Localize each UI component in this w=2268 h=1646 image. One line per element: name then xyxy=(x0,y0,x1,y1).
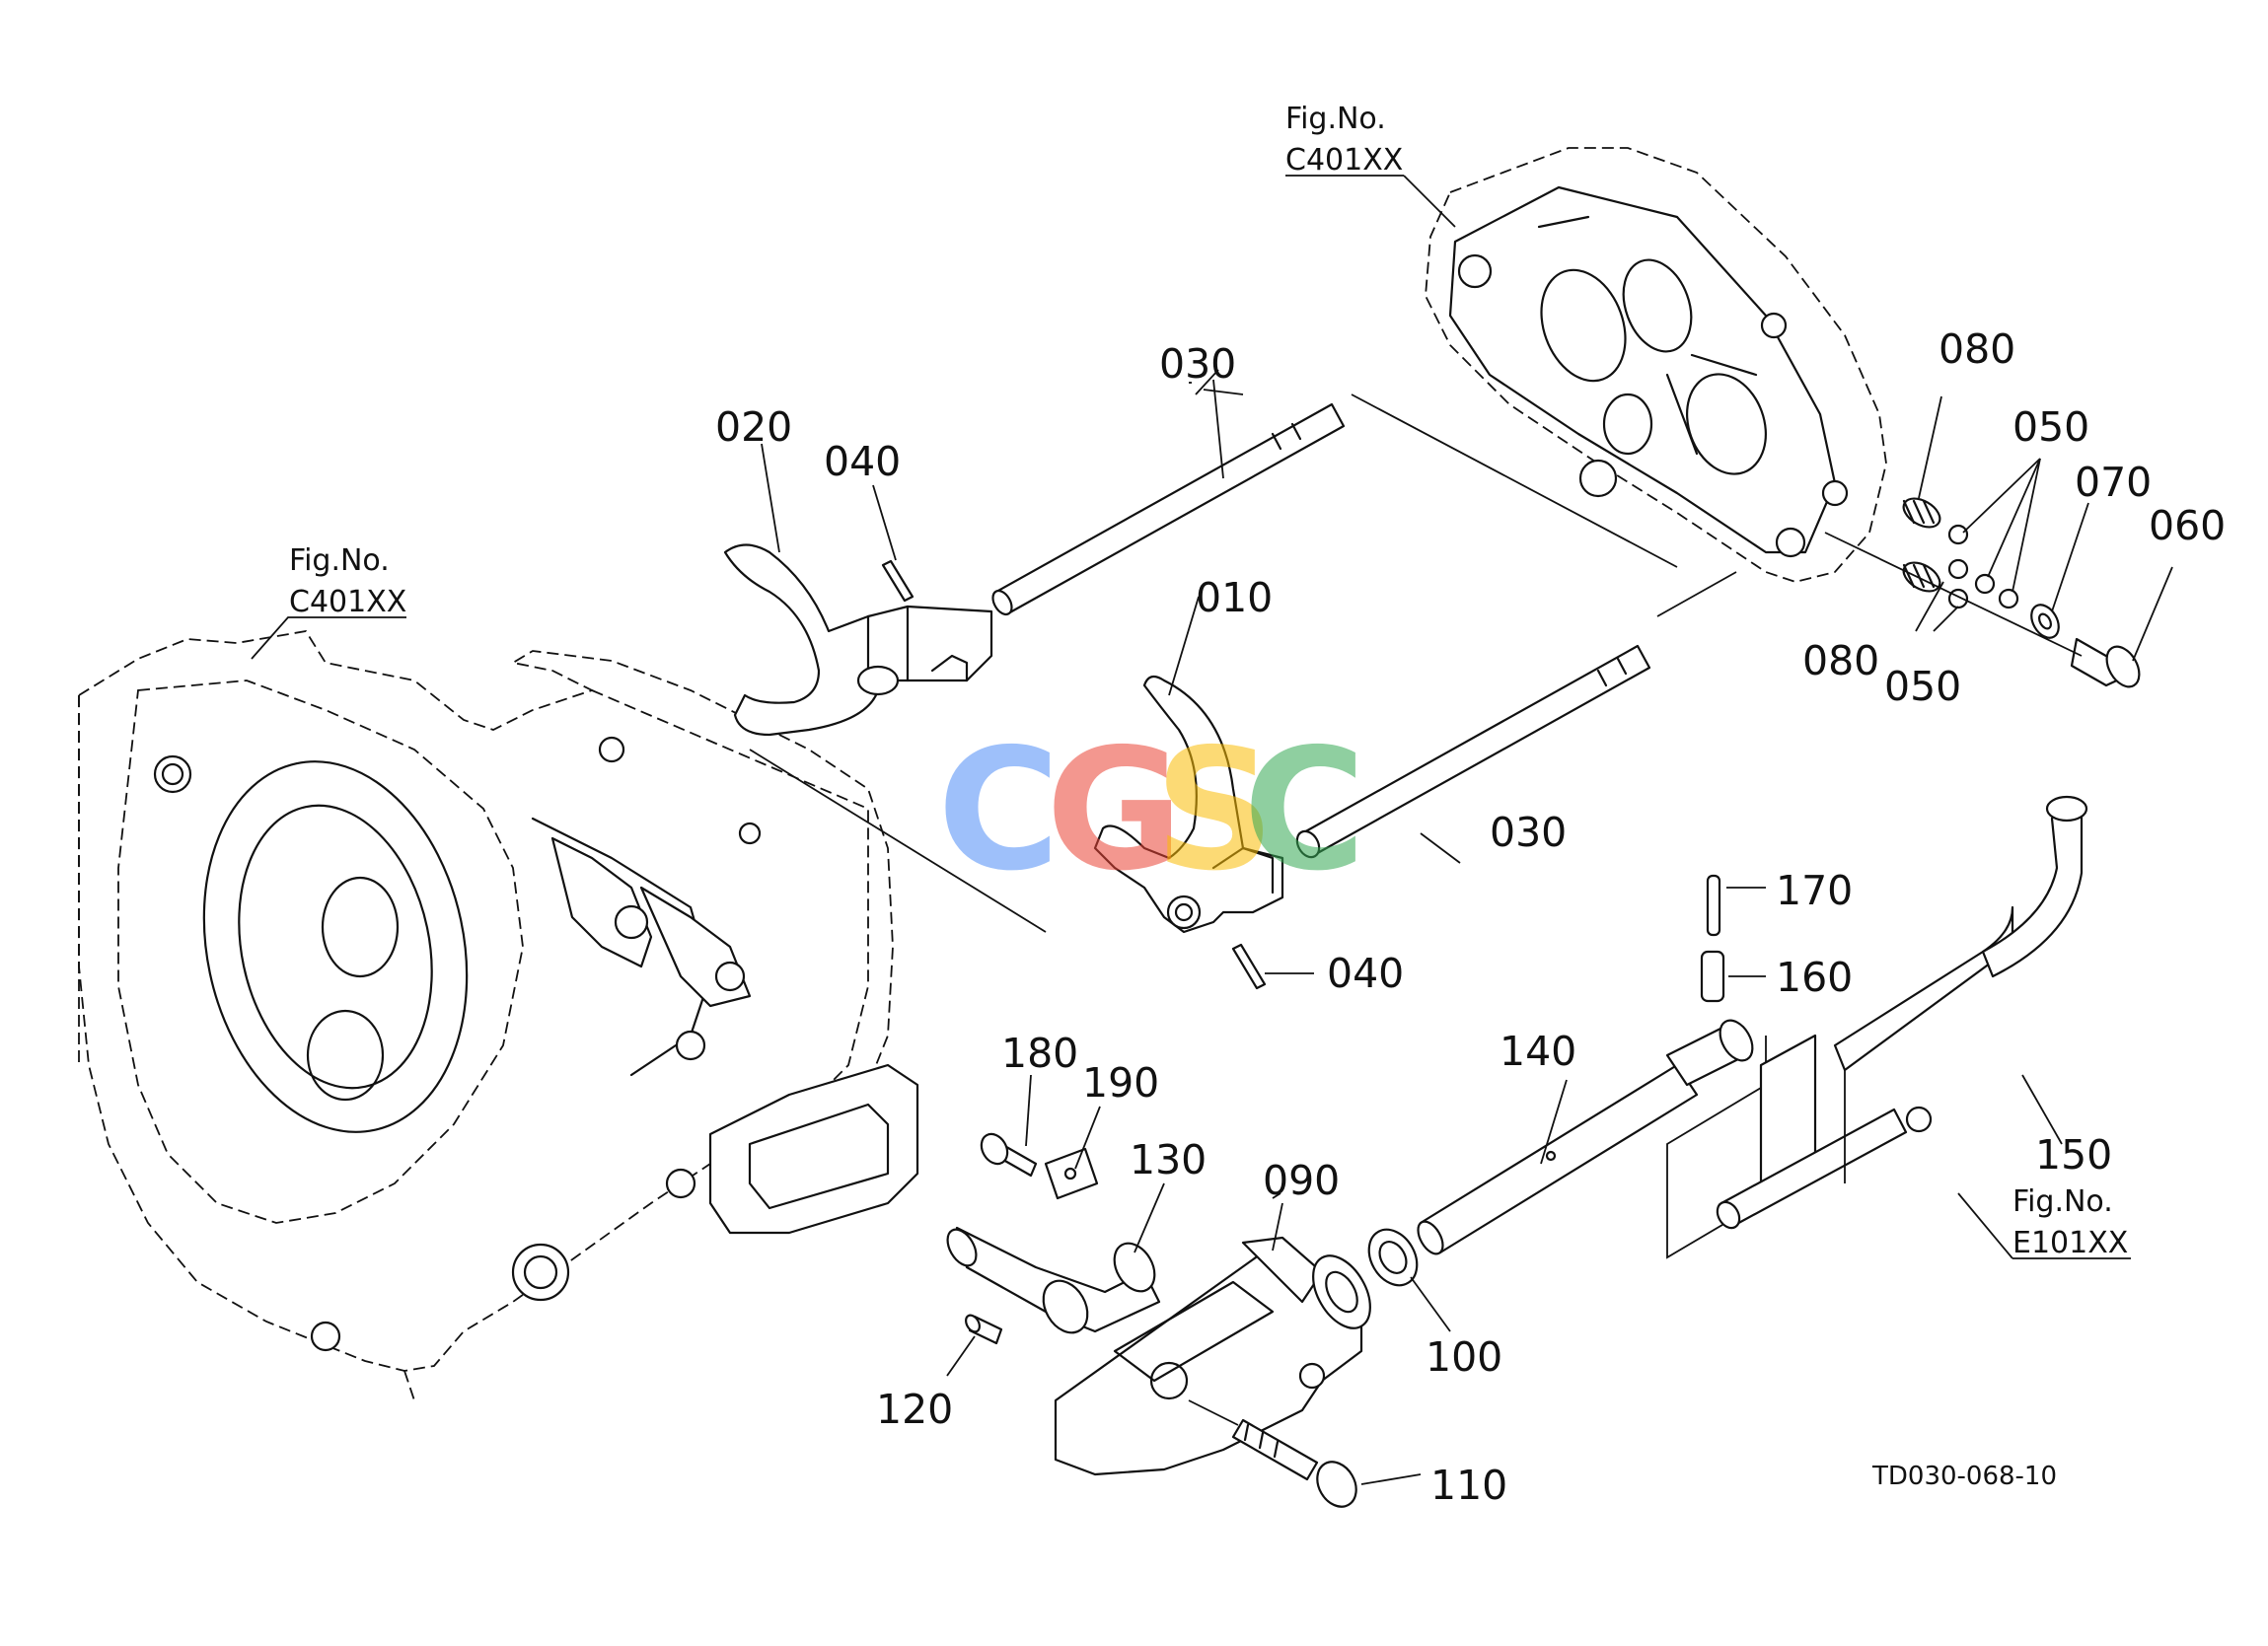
label-100: 100 xyxy=(1426,1333,1502,1381)
spring-pin-040-lower xyxy=(1231,943,1267,990)
label-160: 160 xyxy=(1776,954,1853,1001)
part-labels: 010 020 030 030 040 040 050 050 060 070 … xyxy=(715,325,2226,1509)
label-050-upper: 050 xyxy=(2012,403,2089,451)
plug-060 xyxy=(2070,637,2141,688)
label-010: 010 xyxy=(1196,574,1273,621)
label-020: 020 xyxy=(715,403,792,451)
label-040-lower: 040 xyxy=(1327,950,1404,997)
transmission-case xyxy=(78,630,919,1401)
label-130: 130 xyxy=(1130,1136,1207,1183)
detent-spring-080-upper xyxy=(1902,497,1941,529)
lever-150 xyxy=(1716,795,2088,1230)
label-060: 060 xyxy=(2149,502,2226,549)
label-110: 110 xyxy=(1430,1462,1507,1509)
watermark-letter-3: S xyxy=(1154,713,1275,908)
shift-rod-upper xyxy=(991,394,1678,616)
label-050-lower: 050 xyxy=(1884,663,1961,710)
label-150: 150 xyxy=(2035,1131,2112,1179)
shift-fork-010 xyxy=(1093,675,1284,934)
shift-rod-lower xyxy=(1295,571,1737,859)
label-030-lower: 030 xyxy=(1490,809,1567,856)
fig-ref-left-line1: Fig.No. xyxy=(289,543,390,578)
cgsc-watermark: C G S C xyxy=(937,713,1366,908)
watermark-letter-1: C xyxy=(937,713,1061,908)
cover-plate xyxy=(1425,147,1887,583)
bolt-180 xyxy=(980,1132,1038,1178)
figure-ref-left: Fig.No. C401XX xyxy=(251,543,406,660)
label-170: 170 xyxy=(1776,867,1853,914)
drawing-code: TD030-068-10 xyxy=(1871,1462,2057,1491)
label-080-upper: 080 xyxy=(1939,325,2015,373)
lock-plate-190 xyxy=(1044,1147,1099,1200)
shift-arm-090 xyxy=(1054,1236,1371,1476)
bearing-100 xyxy=(1367,1228,1419,1287)
arm-130 xyxy=(946,1226,1161,1334)
fig-ref-left-line2: C401XX xyxy=(289,585,406,619)
detent-balls-050 xyxy=(1947,524,2019,609)
label-080-lower: 080 xyxy=(1802,637,1879,684)
label-070: 070 xyxy=(2075,459,2152,506)
label-040-upper: 040 xyxy=(824,438,901,485)
label-120: 120 xyxy=(876,1386,953,1433)
watermark-letter-2: G xyxy=(1046,713,1184,908)
fig-ref-right-line2: E101XX xyxy=(2012,1226,2128,1260)
label-140: 140 xyxy=(1500,1028,1576,1075)
fig-ref-top-line1: Fig.No. xyxy=(1285,102,1386,136)
pin-120 xyxy=(965,1314,1003,1345)
pin-170 xyxy=(1706,874,1721,937)
bolt-110 xyxy=(1188,1399,1357,1508)
fig-ref-right-line1: Fig.No. xyxy=(2012,1184,2113,1219)
figure-ref-top: Fig.No. C401XX xyxy=(1285,102,1456,228)
label-180: 180 xyxy=(1001,1030,1078,1077)
pin-160 xyxy=(1700,950,1725,1003)
leader-lines xyxy=(761,369,2173,1485)
fig-ref-top-line2: C401XX xyxy=(1285,143,1403,178)
label-030-upper: 030 xyxy=(1159,340,1236,388)
label-090: 090 xyxy=(1263,1157,1340,1204)
watermark-letter-4: C xyxy=(1243,713,1366,908)
label-190: 190 xyxy=(1082,1059,1159,1107)
spring-pin-040-upper xyxy=(881,559,915,603)
washer-070 xyxy=(2030,604,2060,639)
shift-fork-020 xyxy=(723,543,1047,933)
figure-ref-right: Fig.No. E101XX xyxy=(1957,1184,2131,1260)
shaft-140 xyxy=(1417,1019,1777,1259)
